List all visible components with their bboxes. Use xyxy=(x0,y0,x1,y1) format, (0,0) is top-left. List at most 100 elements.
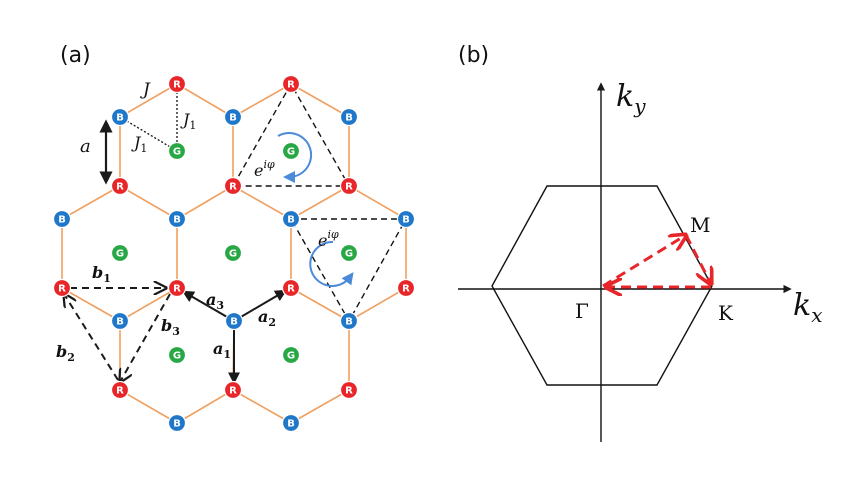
site-b: B xyxy=(339,311,359,331)
site-b: B xyxy=(396,209,416,229)
nearest-neighbor-bond xyxy=(290,287,350,322)
site-r-label: R xyxy=(229,182,237,193)
site-r-dot xyxy=(167,278,187,298)
site-r: R xyxy=(339,176,359,196)
nearest-neighbor-bond xyxy=(232,185,292,220)
site-b-dot xyxy=(281,209,301,229)
site-b-dot xyxy=(167,413,187,433)
site-b-dot xyxy=(167,209,187,229)
site-g-label: G xyxy=(287,147,295,158)
site-g: G xyxy=(167,345,187,365)
site-b-label: B xyxy=(402,215,410,226)
site-b: B xyxy=(110,107,130,127)
site-b-dot xyxy=(223,107,243,127)
site-g-label: G xyxy=(116,249,124,260)
site-b-label: B xyxy=(287,419,295,430)
site-r-dot xyxy=(339,380,359,400)
j1-bond-blue-green xyxy=(119,116,178,152)
site-g: G xyxy=(281,141,301,161)
nearest-neighbor-bond xyxy=(232,389,292,424)
site-g-dot xyxy=(281,345,301,365)
site-g-dot xyxy=(110,243,130,263)
site-r-label: R xyxy=(402,284,410,295)
site-b-dot xyxy=(110,311,130,331)
site-r: R xyxy=(110,176,130,196)
site-g-dot xyxy=(223,243,243,263)
site-g: G xyxy=(281,345,301,365)
site-r: R xyxy=(281,278,301,298)
site-r-label: R xyxy=(58,284,66,295)
phase-triangle-lower xyxy=(289,218,408,323)
gamma-to-m-path xyxy=(602,235,686,288)
label-b2: b2 xyxy=(56,342,75,364)
site-g: G xyxy=(110,243,130,263)
site-b: B xyxy=(339,107,359,127)
site-g-label: G xyxy=(173,147,181,158)
nearest-neighbor-bond xyxy=(119,83,178,118)
brillouin-zone-panel: kx ky Γ K M xyxy=(458,79,822,442)
site-b-dot xyxy=(281,413,301,433)
label-J: J xyxy=(140,80,151,100)
site-r-label: R xyxy=(345,386,353,397)
site-b-dot xyxy=(224,311,244,331)
k-point-label: K xyxy=(718,301,734,325)
nearest-neighbor-bond xyxy=(290,389,350,424)
site-r: R xyxy=(396,278,416,298)
site-r: R xyxy=(167,74,187,94)
site-b-label: B xyxy=(173,419,181,430)
site-r: R xyxy=(52,278,72,298)
site-g: G xyxy=(339,243,359,263)
site-g-dot xyxy=(281,141,301,161)
label-lattice-constant: a xyxy=(80,136,91,157)
site-b: B xyxy=(52,209,72,229)
site-r: R xyxy=(110,380,130,400)
site-b-label: B xyxy=(116,317,124,328)
label-b1: b1 xyxy=(92,263,111,285)
label-phase-lower: eiφ xyxy=(318,228,339,250)
site-b: B xyxy=(281,413,301,433)
label-a2: a2 xyxy=(258,307,276,329)
site-b: B xyxy=(224,311,244,331)
site-b-dot xyxy=(339,311,359,331)
site-g-dot xyxy=(167,345,187,365)
site-g-dot xyxy=(339,243,359,263)
site-b: B xyxy=(167,413,187,433)
site-r-dot xyxy=(167,74,187,94)
a2-vector xyxy=(233,289,288,322)
site-r: R xyxy=(167,278,187,298)
site-r: R xyxy=(223,176,243,196)
nearest-neighbor-bond xyxy=(176,185,234,220)
nearest-neighbor-bond xyxy=(176,389,234,424)
phase-circulation-upper xyxy=(277,132,313,184)
nearest-neighbor-bond xyxy=(290,83,350,118)
nearest-neighbor-bond xyxy=(119,287,178,322)
lattice-overlays xyxy=(64,82,408,382)
phase-circulation-lower xyxy=(309,240,354,287)
label-b3: b3 xyxy=(161,316,180,338)
brillouin-zone-hexagon xyxy=(491,185,713,386)
site-b-dot xyxy=(52,209,72,229)
nearest-neighbor-bond xyxy=(232,83,292,118)
m-point-label: M xyxy=(690,213,710,237)
site-b-dot xyxy=(110,107,130,127)
site-g-label: G xyxy=(229,249,237,260)
site-b-dot xyxy=(339,107,359,127)
panel-label-a: (a) xyxy=(60,43,91,68)
b3-vector xyxy=(120,293,171,382)
site-b: B xyxy=(167,209,187,229)
site-r-dot xyxy=(281,278,301,298)
site-b-dot xyxy=(396,209,416,229)
site-r-label: R xyxy=(173,80,181,91)
site-b-label: B xyxy=(230,317,238,328)
site-r-dot xyxy=(110,380,130,400)
site-g: G xyxy=(223,243,243,263)
site-r: R xyxy=(281,74,301,94)
site-r-dot xyxy=(396,278,416,298)
site-r-dot xyxy=(223,380,243,400)
site-r-label: R xyxy=(287,80,295,91)
panel-label-b: (b) xyxy=(458,43,489,68)
site-b-label: B xyxy=(287,215,295,226)
